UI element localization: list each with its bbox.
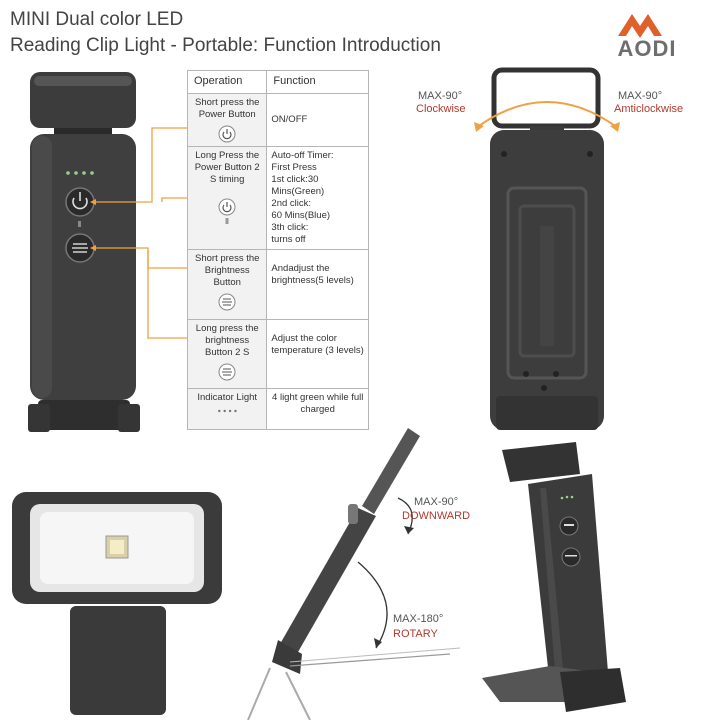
indicator-dots-icon bbox=[218, 409, 237, 413]
rotary-label: ROTARY bbox=[393, 628, 438, 640]
function-line: First Press bbox=[271, 162, 317, 173]
title-line-2: Reading Clip Light - Portable: Function … bbox=[10, 35, 441, 56]
function-line: 2nd click: bbox=[271, 198, 312, 209]
function-line: Mins(Green) bbox=[271, 186, 325, 197]
function-table: Operation Function Short press the Power… bbox=[186, 70, 369, 430]
function-line: 3th click: bbox=[271, 222, 309, 233]
brightness-icon bbox=[218, 293, 236, 311]
table-row: Short press the Power Button ON/OFF bbox=[186, 93, 369, 147]
operation-text: Short press the Brightness Button bbox=[195, 253, 260, 288]
title-line-1: MINI Dual color LED bbox=[10, 9, 184, 30]
device-front-view bbox=[28, 72, 140, 432]
operation-text: Short press the Power Button bbox=[195, 97, 260, 120]
table-row: Long press the brightness Button 2 S Adj… bbox=[186, 319, 369, 389]
connector-lines bbox=[90, 127, 188, 339]
brightness-icon bbox=[218, 363, 236, 381]
rotary-max-label: MAX-180° bbox=[393, 613, 444, 625]
function-line: turns off bbox=[271, 234, 306, 245]
function-line: Auto-off Timer: bbox=[271, 150, 334, 161]
downward-label: DOWNWARD bbox=[402, 510, 471, 522]
operation-text: Indicator Light bbox=[197, 392, 258, 403]
indicator-dots-icon bbox=[66, 171, 94, 175]
anticlockwise-label: Amticlockwise bbox=[614, 103, 684, 115]
table-header-operation: Operation bbox=[186, 70, 268, 94]
function-text: 4 light green while full charged bbox=[272, 392, 364, 415]
logo-text: AODI bbox=[617, 36, 677, 61]
power-icon bbox=[218, 125, 236, 143]
table-row: Indicator Light 4 light green while full… bbox=[186, 388, 369, 430]
function-line: 1st click:30 bbox=[271, 174, 319, 185]
function-text: Adjust the color temperature (3 levels) bbox=[271, 333, 364, 356]
table-row: Short press the Brightness Button Andadj… bbox=[186, 249, 369, 320]
device-back-view bbox=[474, 67, 620, 430]
lamp-side-rotation-view bbox=[247, 428, 461, 720]
device-angled-view bbox=[482, 442, 626, 712]
power-icon bbox=[218, 198, 236, 224]
anticlockwise-max-label: MAX-90° bbox=[618, 90, 663, 102]
table-row: Long Press the Power Button 2 S timing A… bbox=[186, 146, 369, 250]
downward-max-label: MAX-90° bbox=[414, 496, 459, 508]
function-line: 60 Mins(Blue) bbox=[271, 210, 331, 221]
function-text: ON/OFF bbox=[271, 114, 308, 125]
table-header-function: Function bbox=[266, 70, 369, 94]
operation-text: Long Press the Power Button 2 S timing bbox=[194, 150, 260, 185]
operation-text: Long press the brightness Button 2 S bbox=[195, 323, 259, 358]
clockwise-label: Clockwise bbox=[416, 103, 466, 115]
lamp-head-closeup bbox=[12, 492, 222, 715]
aodi-logo-icon bbox=[618, 14, 662, 38]
clockwise-max-label: MAX-90° bbox=[418, 90, 463, 102]
function-text: Andadjust the brightness(5 levels) bbox=[271, 263, 354, 286]
